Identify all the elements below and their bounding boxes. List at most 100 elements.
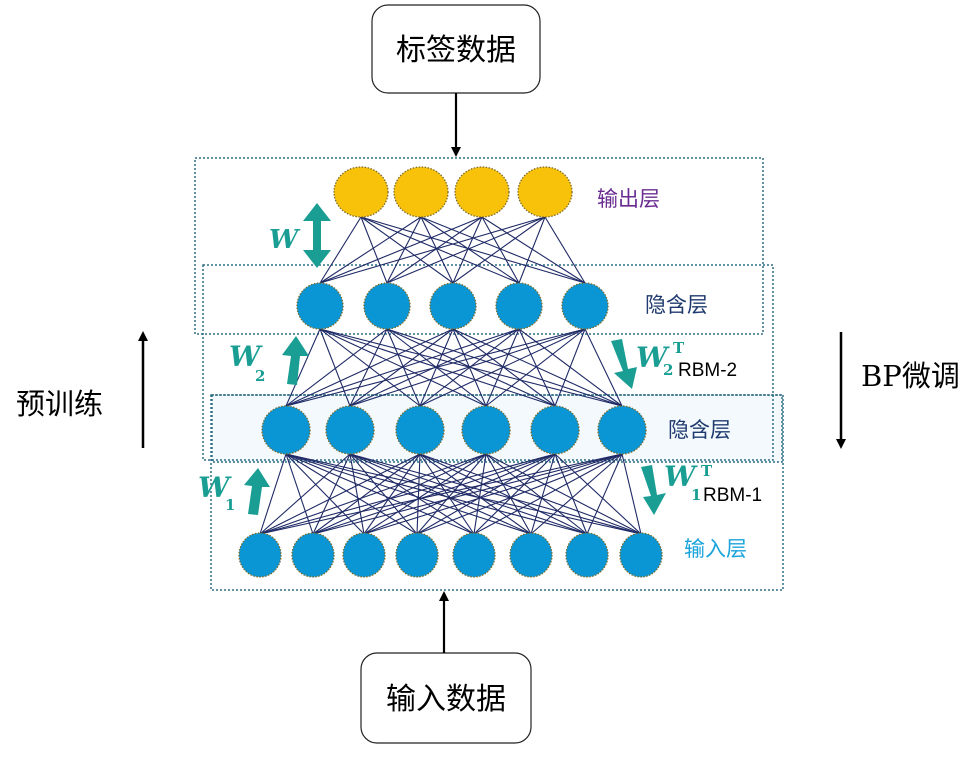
hidden1-node	[530, 405, 580, 455]
weight-w1t-symbol: W	[664, 460, 698, 493]
input-node	[395, 532, 439, 578]
input-node	[452, 532, 496, 578]
weight-w2-symbol: W	[229, 340, 263, 373]
connection-edges	[259, 216, 642, 535]
edge-output-hidden2	[420, 216, 586, 284]
edge-hidden1-input	[349, 453, 475, 535]
edge-output-hidden2	[319, 216, 483, 284]
input-node	[238, 532, 282, 578]
edge-hidden1-input	[586, 453, 623, 535]
edge-hidden1-input	[259, 453, 556, 535]
edge-hidden1-input	[485, 453, 642, 535]
hidden1-layer-label: 隐含层	[668, 418, 731, 442]
group-box-hidden2-hidden1	[202, 264, 774, 461]
edge-hidden2-hidden1	[319, 328, 351, 407]
edge-hidden2-hidden1	[452, 328, 556, 407]
weight-w2t-symbol: W	[636, 341, 670, 374]
edge-hidden1-input	[530, 453, 623, 535]
edge-hidden1-input	[285, 453, 475, 535]
weight-w1-subscript: 1	[225, 496, 235, 514]
edge-output-hidden2	[360, 216, 388, 284]
weight-w2-subscript: 2	[255, 367, 265, 385]
edge-hidden2-hidden1	[485, 328, 586, 407]
edge-hidden1-input	[485, 453, 532, 535]
output-node	[454, 166, 510, 218]
edge-hidden1-input	[259, 453, 351, 535]
edge-output-hidden2	[386, 216, 483, 284]
edge-hidden1-input	[285, 453, 314, 535]
group-box-output-hidden2	[194, 157, 764, 335]
edge-hidden2-hidden1	[554, 328, 586, 407]
edge-hidden1-input	[419, 453, 475, 535]
edge-output-hidden2	[386, 216, 546, 284]
edge-hidden1-input	[259, 453, 623, 535]
edge-hidden1-input	[312, 453, 487, 535]
input-node	[291, 532, 335, 578]
up-arrow-icon	[244, 468, 270, 515]
edge-output-hidden2	[420, 216, 520, 284]
rbm1-label: RBM-1	[703, 485, 762, 506]
finetune-label: BP微调	[861, 359, 960, 393]
label-data-box: 标签数据	[371, 4, 541, 94]
edge-hidden2-hidden1	[285, 328, 586, 407]
hidden2-node	[495, 282, 543, 330]
output-layer-label: 输出层	[597, 187, 660, 211]
edge-hidden2-hidden1	[285, 328, 520, 407]
edge-hidden1-input	[416, 453, 487, 535]
edge-hidden2-hidden1	[349, 328, 586, 407]
hidden2-node	[363, 282, 411, 330]
edge-output-hidden2	[386, 216, 422, 284]
edge-output-hidden2	[452, 216, 483, 284]
hidden1-node	[395, 405, 445, 455]
rbm2-label: RBM-2	[678, 360, 737, 381]
edge-output-hidden2	[319, 216, 362, 284]
edge-hidden1-input	[416, 453, 623, 535]
edge-hidden2-hidden1	[584, 328, 623, 407]
pretrain-label: 预训练	[16, 387, 103, 421]
edge-output-hidden2	[481, 216, 520, 284]
edge-hidden1-input	[285, 453, 365, 535]
edge-hidden1-input	[416, 453, 556, 535]
label-data-text: 标签数据	[396, 33, 516, 68]
edge-hidden1-input	[363, 453, 556, 535]
weight-w2t-superscript: T	[673, 339, 685, 357]
hidden2-layer-label: 隐含层	[645, 293, 708, 317]
edge-hidden2-hidden1	[419, 328, 520, 407]
edge-hidden1-input	[259, 453, 487, 535]
down-arrow-icon	[611, 339, 637, 389]
edge-hidden1-input	[259, 453, 421, 535]
hidden2-node	[296, 282, 344, 330]
edge-hidden1-input	[419, 453, 532, 535]
input-node	[342, 532, 386, 578]
edge-hidden1-input	[530, 453, 556, 535]
hidden1-node	[597, 405, 647, 455]
edge-hidden1-input	[621, 453, 642, 535]
edge-hidden2-hidden1	[419, 328, 586, 407]
input-layer-label: 输入层	[684, 537, 747, 561]
edge-hidden1-input	[349, 453, 365, 535]
weight-w1: W 1	[198, 468, 270, 515]
weight-w2: W 2	[229, 336, 309, 385]
edge-output-hidden2	[518, 216, 546, 284]
output-node	[333, 166, 389, 218]
edge-output-hidden2	[319, 216, 546, 284]
group-box-hidden1-input	[210, 394, 784, 591]
edge-hidden1-input	[363, 453, 421, 535]
output-node	[517, 166, 573, 218]
edge-output-hidden2	[360, 216, 520, 284]
edge-output-hidden2	[481, 216, 586, 284]
hidden1-node	[461, 405, 511, 455]
hidden2-node	[561, 282, 609, 330]
edge-hidden2-hidden1	[386, 328, 556, 407]
weight-w2t-subscript: 2	[663, 361, 673, 379]
output-node	[393, 166, 449, 218]
edge-hidden1-input	[312, 453, 421, 535]
edge-output-hidden2	[360, 216, 454, 284]
weight-w1t: W T 1 RBM-1	[641, 460, 762, 515]
input-node	[509, 532, 553, 578]
edge-output-hidden2	[452, 216, 546, 284]
edge-hidden1-input	[312, 453, 556, 535]
hidden1-node	[261, 405, 311, 455]
weight-w1t-subscript: 1	[691, 486, 701, 504]
